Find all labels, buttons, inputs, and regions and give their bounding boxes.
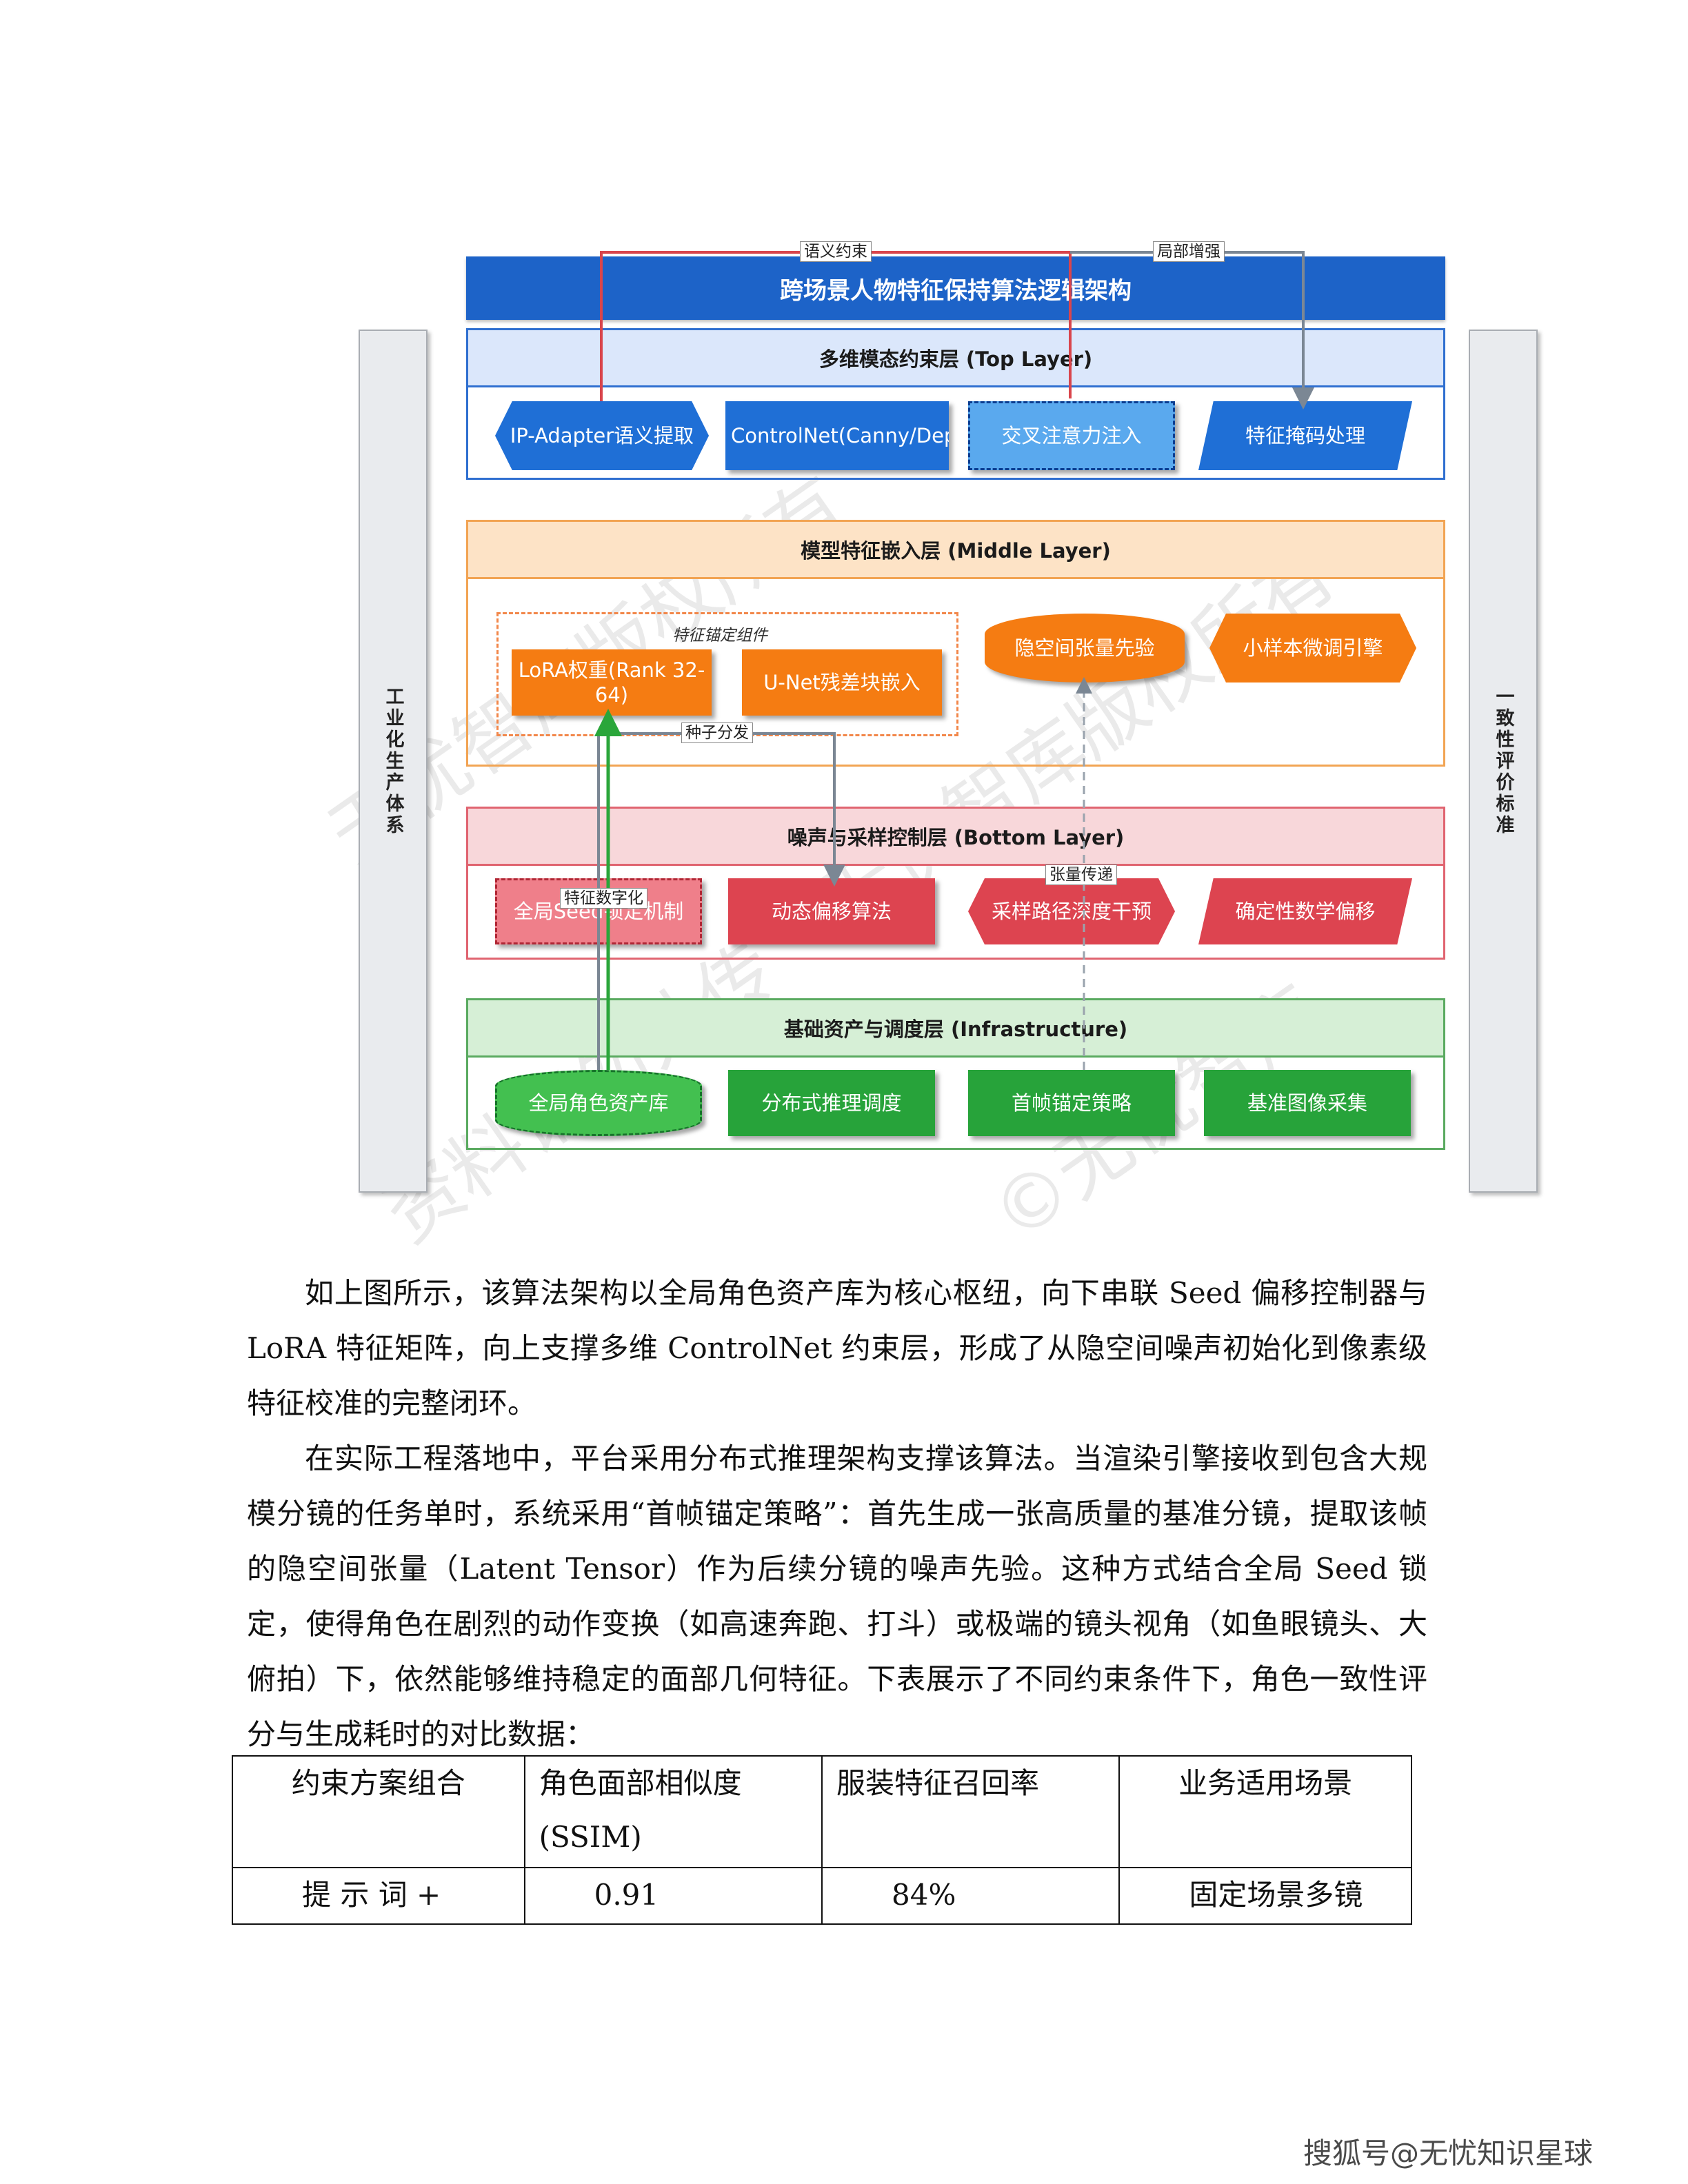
top-layer-header: 多维模态约束层 (Top Layer) [468, 330, 1443, 387]
node-dynamic-offset-label: 动态偏移算法 [771, 899, 892, 923]
node-controlnet: ControlNet(Canny/Depth) [725, 401, 949, 470]
edge-label-semantic: 语义约束 [800, 241, 872, 262]
node-first-frame-anchor: 首帧锚定策略 [968, 1070, 1175, 1136]
middle-layer-title: 模型特征嵌入层 (Middle Layer) [801, 539, 1111, 563]
table-cell-text: 提 示 词 + [302, 1878, 441, 1912]
table-cell: 固定场景多镜 [1118, 1867, 1412, 1925]
table-cell: 84% [821, 1867, 1121, 1925]
node-feature-mask-label: 特征掩码处理 [1245, 423, 1365, 447]
node-few-shot-engine: 小样本微调引擎 [1209, 614, 1416, 682]
left-side-bar: 工业化生产体系 [359, 330, 428, 1193]
middle-layer-header: 模型特征嵌入层 (Middle Layer) [468, 522, 1443, 579]
feature-anchor-group-label: 特征锚定组件 [672, 627, 767, 645]
node-cross-attention: 交叉注意力注入 [968, 401, 1175, 470]
node-reference-image: 基准图像采集 [1204, 1070, 1411, 1136]
table-header-text: 约束方案组合 [291, 1766, 465, 1800]
node-deterministic-offset: 确定性数学偏移 [1198, 878, 1412, 944]
node-global-asset-library-label: 全局角色资产库 [528, 1091, 669, 1115]
node-ip-adapter: IP-Adapter语义提取 [495, 401, 709, 470]
node-few-shot-engine-label: 小样本微调引擎 [1243, 636, 1383, 660]
diagram-title: 跨场景人物特征保持算法逻辑架构 [780, 276, 1132, 305]
node-dynamic-offset: 动态偏移算法 [728, 878, 935, 944]
edge-local-enhancement [1070, 251, 1314, 410]
top-layer-title: 多维模态约束层 (Top Layer) [818, 347, 1093, 371]
paragraph-2: 在实际工程落地中，平台采用分布式推理架构支撑该算法。当渲染引擎接收到包含大规模分… [247, 1442, 1427, 1751]
diagram-title-banner: 跨场景人物特征保持算法逻辑架构 [466, 256, 1445, 320]
table-cell: 提 示 词 + [232, 1867, 525, 1925]
node-cross-attention-label: 交叉注意力注入 [1001, 423, 1142, 447]
paragraph-1: 如上图所示，该算法架构以全局角色资产库为核心枢纽，向下串联 Seed 偏移控制器… [247, 1276, 1427, 1420]
node-latent-prior-label: 隐空间张量先验 [1014, 636, 1155, 660]
infra-layer-title: 基础资产与调度层 (Infrastructure) [783, 1018, 1128, 1041]
edge-label-tensor-transfer: 张量传递 [1045, 865, 1117, 885]
top-layer: 多维模态约束层 (Top Layer) [466, 328, 1445, 480]
table-cell-text: 84% [892, 1878, 956, 1912]
table-cell-text: 0.91 [594, 1878, 659, 1912]
node-distributed-scheduling: 分布式推理调度 [728, 1070, 935, 1136]
node-unet-residual: U-Net残差块嵌入 [742, 649, 942, 716]
left-side-bar-label: 工业化生产体系 [382, 686, 404, 836]
middle-layer: 模型特征嵌入层 (Middle Layer) [466, 520, 1445, 767]
bottom-layer: 噪声与采样控制层 (Bottom Layer) [466, 807, 1445, 960]
node-controlnet-label: ControlNet(Canny/Depth) [731, 423, 949, 447]
node-sampling-path-label: 采样路径深度干预 [991, 899, 1152, 923]
node-ip-adapter-label: IP-Adapter语义提取 [510, 423, 694, 447]
node-distributed-scheduling-label: 分布式推理调度 [761, 1091, 902, 1115]
architecture-diagram: 工业化生产体系 一致性评价标准 跨场景人物特征保持算法逻辑架构 多维模态约束层 … [303, 228, 1600, 1234]
table-header-cell: 角色面部相似度 (SSIM) [523, 1755, 823, 1868]
table-row: 提 示 词 + 0.91 84% 固定场景多镜 [232, 1867, 1412, 1925]
edge-label-feature-digitization: 特征数字化 [560, 888, 647, 909]
node-lora-weight: LoRA权重(Rank 32-64) [512, 649, 712, 716]
node-feature-mask: 特征掩码处理 [1198, 401, 1412, 470]
node-deterministic-offset-label: 确定性数学偏移 [1235, 899, 1376, 923]
source-footer: 搜狐号@无忧知识星球 [1303, 2136, 1594, 2170]
comparison-table: 约束方案组合 角色面部相似度 (SSIM) 服装特征召回率 业务适用场景 提 示… [232, 1755, 1412, 1925]
node-lora-weight-label: LoRA权重(Rank 32-64) [518, 658, 705, 707]
infra-layer: 基础资产与调度层 (Infrastructure) [466, 998, 1445, 1150]
table-header-cell: 业务适用场景 [1118, 1755, 1412, 1868]
node-unet-residual-label: U-Net残差块嵌入 [763, 670, 921, 694]
table-header-cell: 约束方案组合 [232, 1755, 525, 1868]
table-header-row: 约束方案组合 角色面部相似度 (SSIM) 服装特征召回率 业务适用场景 [232, 1755, 1412, 1868]
diagram-connectors [594, 251, 1314, 1070]
edge-label-seed-distribution: 种子分发 [681, 722, 753, 743]
bottom-layer-title: 噪声与采样控制层 (Bottom Layer) [787, 826, 1125, 849]
node-sampling-path: 采样路径深度干预 [968, 878, 1175, 944]
table-cell: 0.91 [523, 1867, 823, 1925]
edge-semantic-constraint [600, 251, 1072, 401]
node-reference-image-label: 基准图像采集 [1247, 1091, 1367, 1115]
node-global-asset-library: 全局角色资产库 [495, 1070, 702, 1136]
table-header-cell: 服装特征召回率 [821, 1755, 1121, 1868]
edge-label-local: 局部增强 [1153, 241, 1225, 262]
bottom-layer-header: 噪声与采样控制层 (Bottom Layer) [468, 809, 1443, 866]
node-first-frame-anchor-label: 首帧锚定策略 [1011, 1091, 1132, 1115]
table-header-text: 服装特征召回率 [836, 1766, 1040, 1800]
infra-layer-header: 基础资产与调度层 (Infrastructure) [468, 1000, 1443, 1058]
right-side-bar-label: 一致性评价标准 [1492, 686, 1514, 836]
node-latent-prior: 隐空间张量先验 [985, 614, 1185, 682]
right-side-bar: 一致性评价标准 [1469, 330, 1538, 1193]
table-header-text: 业务适用场景 [1178, 1766, 1353, 1800]
table-cell-text: 固定场景多镜 [1189, 1878, 1363, 1912]
table-header-text: 角色面部相似度 (SSIM) [539, 1766, 742, 1854]
